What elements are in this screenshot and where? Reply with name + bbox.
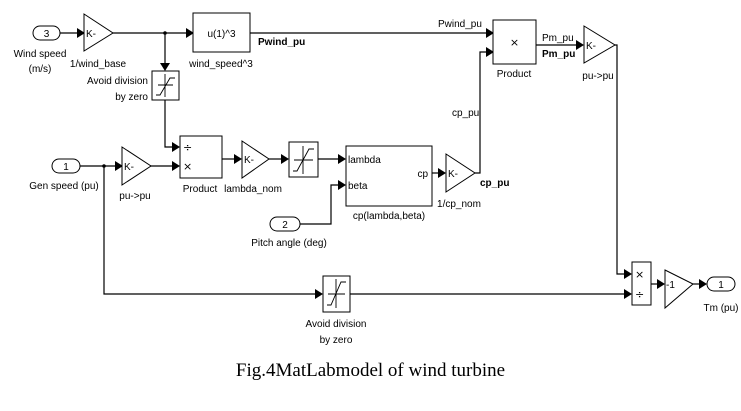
gain-pu-mid[interactable]: K- bbox=[121, 146, 152, 186]
wire-pm-to-prodout bbox=[615, 44, 626, 275]
arrowhead bbox=[234, 154, 242, 164]
signal-pwind-in: Pwind_pu bbox=[438, 19, 482, 30]
gain-cp-nom-label: 1/cp_nom bbox=[437, 199, 481, 210]
signal-pwind-out: Pwind_pu bbox=[258, 37, 305, 48]
signal-pm-bottom: Pm_pu bbox=[542, 49, 575, 60]
gain-pu-top-label: pu->pu bbox=[582, 71, 613, 82]
inport-number: 1 bbox=[63, 162, 69, 173]
arrowhead bbox=[699, 279, 707, 289]
wire-genspeed-branch bbox=[103, 166, 317, 295]
inport-number: 2 bbox=[282, 220, 288, 231]
gain-value: K- bbox=[124, 162, 134, 173]
arrowhead bbox=[172, 142, 180, 152]
saturation-icon bbox=[327, 279, 346, 308]
arrowhead bbox=[338, 154, 346, 164]
wire-pitch-to-cp bbox=[300, 184, 340, 225]
signal-cp-in: cp_pu bbox=[452, 108, 479, 119]
arrowhead bbox=[172, 161, 180, 171]
gain-pu-top[interactable]: K- bbox=[583, 25, 616, 64]
inport-number: 3 bbox=[44, 29, 50, 40]
arrowhead bbox=[486, 28, 494, 38]
port-beta: beta bbox=[348, 181, 368, 192]
cp-lambda-beta-block[interactable]: lambda beta cp bbox=[345, 145, 433, 207]
arrowhead bbox=[438, 168, 446, 178]
gain-value: K- bbox=[586, 41, 596, 52]
inport-gen-speed[interactable]: 1 bbox=[51, 158, 81, 174]
gain-pu-mid-label: pu->pu bbox=[119, 191, 150, 202]
product-torque[interactable]: × ÷ bbox=[631, 261, 652, 306]
outport-tm[interactable]: 1 bbox=[706, 276, 736, 292]
divide-symbol: ÷ bbox=[635, 288, 644, 301]
arrowhead bbox=[624, 269, 632, 279]
fcn-expression: u(1)^3 bbox=[207, 29, 235, 40]
gain-lambda-nom[interactable]: K- bbox=[241, 140, 270, 179]
saturation-icon bbox=[293, 146, 314, 174]
fcn-wind-speed-cubed[interactable]: u(1)^3 bbox=[192, 12, 251, 53]
inport-wind-speed[interactable]: 3 bbox=[32, 25, 61, 41]
outport-tm-label: Tm (pu) bbox=[704, 303, 739, 314]
gain-wind-base[interactable]: K- bbox=[83, 13, 114, 52]
arrowhead bbox=[338, 180, 346, 190]
fcn-label: wind_speed^3 bbox=[188, 59, 253, 70]
outport-number: 1 bbox=[718, 280, 724, 291]
inport-wind-speed-label: Wind speed bbox=[14, 49, 67, 60]
product-power[interactable]: × bbox=[492, 19, 537, 65]
port-lambda: lambda bbox=[348, 155, 381, 166]
gain-wind-base-label: 1/wind_base bbox=[70, 59, 127, 70]
arrowhead bbox=[576, 40, 584, 50]
arrowhead bbox=[281, 154, 289, 164]
figure-caption: Fig.4MatLabmodel of wind turbine bbox=[235, 360, 506, 381]
arrowhead bbox=[624, 289, 632, 299]
gain-lambda-nom-label: lambda_nom bbox=[224, 184, 282, 195]
signal-cp-out: cp_pu bbox=[480, 178, 509, 189]
wire-cp-to-product bbox=[475, 51, 488, 174]
gain-cp-nom[interactable]: K- bbox=[445, 153, 476, 193]
saturation-icon bbox=[156, 74, 175, 97]
saturation-lambda[interactable] bbox=[288, 141, 319, 178]
gain-negate[interactable]: -1 bbox=[664, 269, 694, 310]
arrowhead bbox=[486, 47, 494, 57]
gain-value: K- bbox=[244, 155, 254, 166]
divide-symbol: ÷ bbox=[183, 141, 192, 154]
arrowhead bbox=[186, 28, 194, 38]
saturation-3-label-2: by zero bbox=[320, 335, 353, 346]
product-tip-speed[interactable]: ÷ × bbox=[179, 135, 223, 179]
cp-block-label: cp(lambda,beta) bbox=[353, 211, 425, 222]
arrowhead bbox=[315, 289, 323, 299]
product-power-label: Product bbox=[497, 69, 532, 80]
arrowhead bbox=[77, 28, 85, 38]
saturation-avoid-div-zero-2[interactable] bbox=[322, 275, 351, 313]
arrowhead bbox=[657, 279, 665, 289]
arrowhead bbox=[160, 63, 170, 71]
gain-value: K- bbox=[448, 169, 458, 180]
port-cp: cp bbox=[417, 169, 428, 180]
saturation-1-label-2: by zero bbox=[115, 92, 148, 103]
inport-gen-speed-label: Gen speed (pu) bbox=[29, 181, 99, 192]
saturation-1-label: Avoid division bbox=[87, 76, 148, 87]
signal-pm-top: Pm_pu bbox=[542, 33, 574, 44]
simulink-diagram: 3 Wind speed (m/s) K- 1/wind_base u(1)^3… bbox=[14, 12, 739, 346]
gain-value: K- bbox=[86, 29, 96, 40]
multiply-symbol: × bbox=[510, 36, 519, 49]
inport-wind-speed-unit: (m/s) bbox=[29, 64, 52, 75]
product-tip-speed-label: Product bbox=[183, 184, 218, 195]
gain-value: -1 bbox=[666, 280, 675, 291]
wire-sat1-to-product bbox=[164, 100, 174, 148]
arrowhead bbox=[115, 161, 123, 171]
inport-pitch-angle-label: Pitch angle (deg) bbox=[251, 238, 327, 249]
saturation-avoid-div-zero-1[interactable] bbox=[151, 70, 180, 101]
multiply-symbol: × bbox=[635, 268, 644, 281]
saturation-3-label: Avoid division bbox=[306, 319, 367, 330]
multiply-symbol: × bbox=[183, 160, 192, 173]
inport-pitch-angle[interactable]: 2 bbox=[269, 216, 301, 232]
